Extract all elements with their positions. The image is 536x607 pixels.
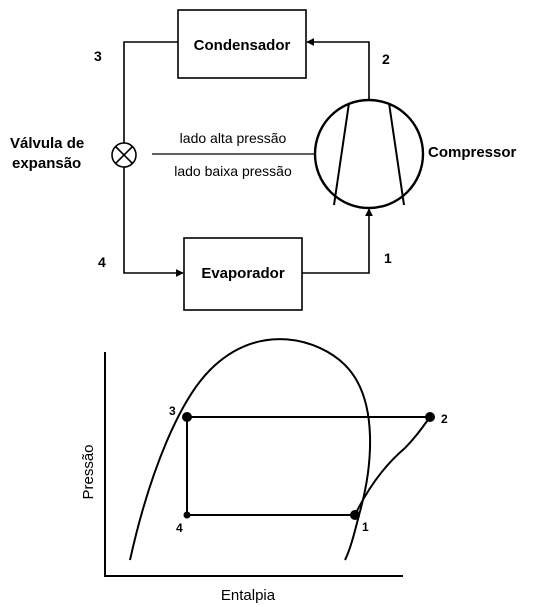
condenser-label: Condensador: [194, 37, 291, 54]
piping: [123, 38, 373, 277]
low-pressure-label: lado baixa pressão: [174, 163, 292, 179]
evaporator-box: [183, 237, 303, 311]
cycle-point-3: 3: [94, 48, 102, 64]
cycle-point-1: 1: [384, 250, 392, 266]
ph-point-3: 3: [169, 404, 176, 418]
saturation-dome: [129, 338, 372, 561]
cycle-point-2: 2: [382, 51, 390, 67]
x-axis-label: Entalpia: [221, 587, 276, 604]
compressor-symbol: [313, 98, 425, 210]
ph-point-2: 2: [441, 412, 448, 426]
ph-diagram: 3 2 4 1 Entalpia Pressão: [80, 338, 448, 604]
cycle-point-4: 4: [98, 254, 106, 270]
cycle-schematic: Condensador Evaporador Compressor Válvul…: [10, 9, 517, 311]
ph-point-4: 4: [176, 521, 183, 535]
evaporator-label: Evaporador: [201, 265, 285, 282]
high-pressure-label: lado alta pressão: [180, 130, 287, 146]
valve-label-line2: expansão: [12, 155, 81, 172]
valve-label-line1: Válvula de: [10, 135, 84, 152]
ph-point-2-marker: [425, 412, 435, 422]
ph-point-1-marker: [350, 510, 360, 520]
ph-point-4-marker: [183, 511, 191, 519]
expansion-valve-symbol: [111, 142, 137, 168]
compressor-label: Compressor: [428, 144, 517, 161]
ph-point-3-marker: [182, 412, 192, 422]
ph-cycle: [186, 416, 431, 516]
y-axis-label: Pressão: [80, 444, 97, 499]
condenser-box: [177, 9, 307, 79]
ph-point-1: 1: [362, 520, 369, 534]
